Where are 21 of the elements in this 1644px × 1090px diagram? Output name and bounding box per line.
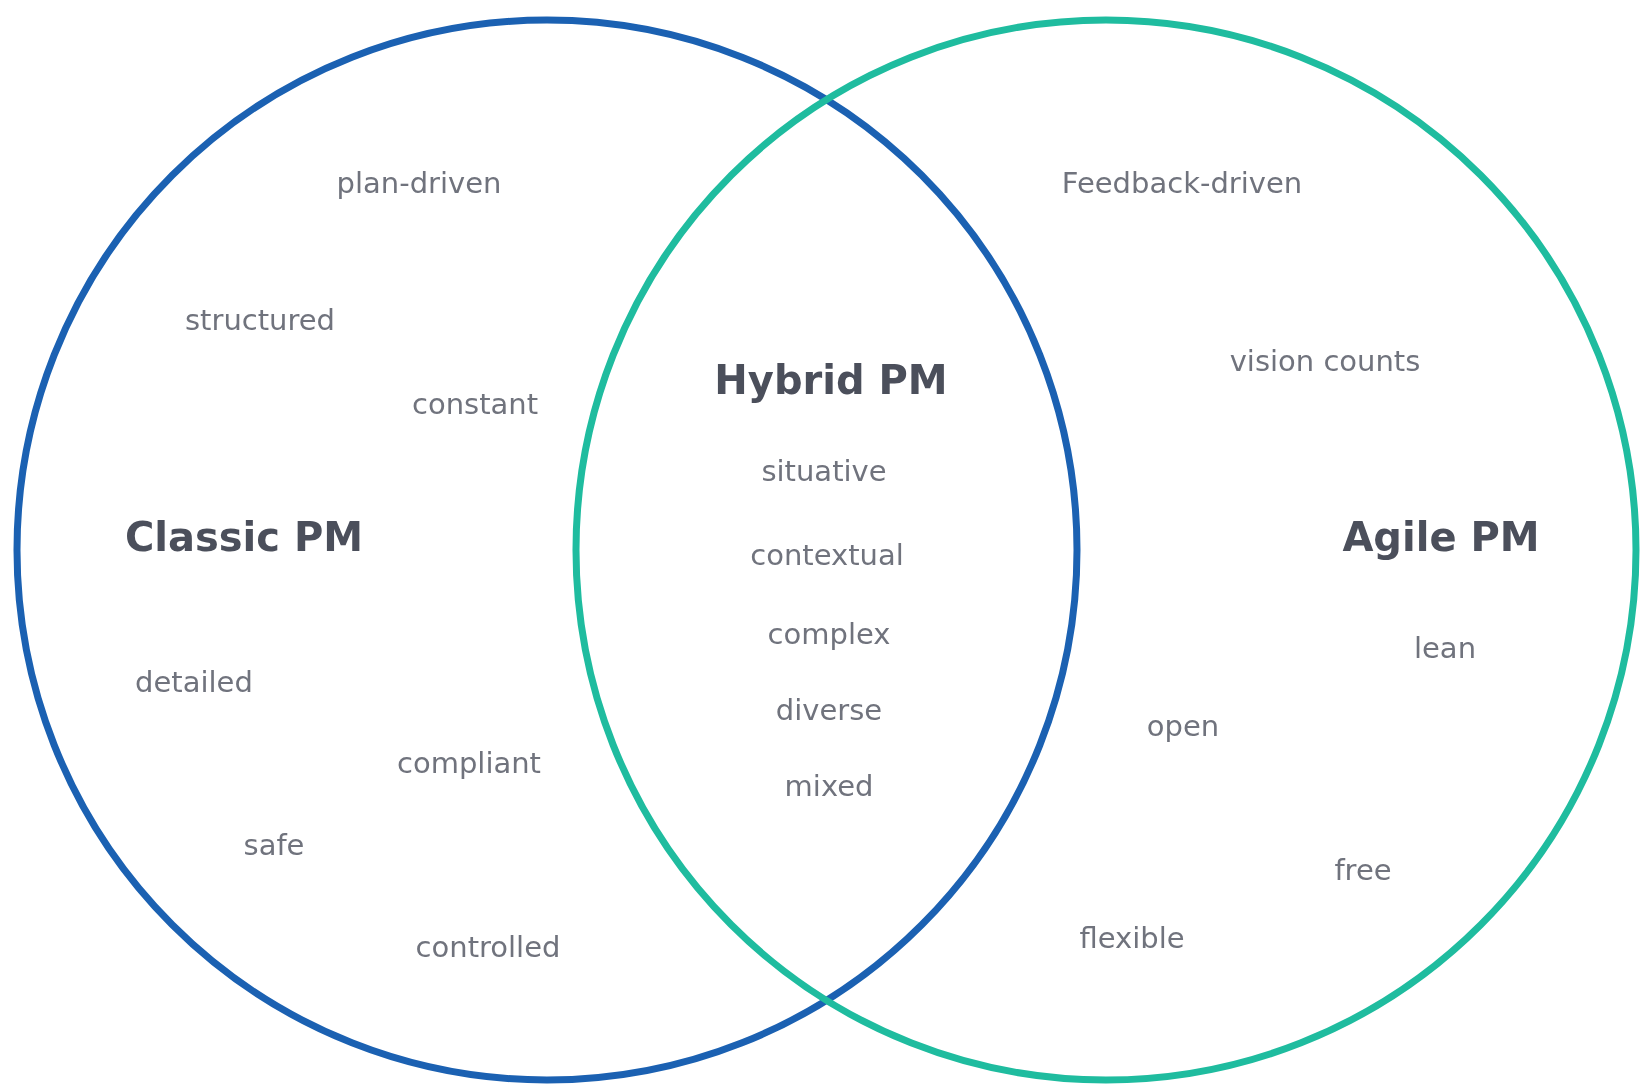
keyword-label: open: [1146, 709, 1220, 743]
keyword-label: controlled: [415, 930, 561, 964]
keyword-label: vision counts: [1229, 344, 1421, 378]
keyword-label: compliant: [397, 746, 541, 780]
keyword-label: lean: [1413, 631, 1477, 665]
category-heading: Classic PM: [124, 514, 364, 560]
keyword-label: mixed: [784, 769, 874, 803]
keyword-label: complex: [767, 617, 891, 651]
keyword-label: plan-driven: [336, 166, 502, 200]
keyword-label: Feedback-driven: [1061, 166, 1303, 200]
keyword-label: situative: [761, 454, 887, 488]
keyword-label: diverse: [775, 693, 883, 727]
keyword-label: structured: [185, 303, 335, 337]
category-heading: Hybrid PM: [714, 357, 948, 403]
keyword-label: detailed: [135, 665, 253, 699]
keyword-label: contextual: [750, 538, 904, 572]
category-heading: Agile PM: [1342, 514, 1540, 560]
keyword-label: flexible: [1079, 921, 1185, 955]
keyword-label: safe: [243, 828, 305, 862]
keyword-label: constant: [411, 387, 539, 421]
keyword-label: free: [1334, 853, 1392, 887]
